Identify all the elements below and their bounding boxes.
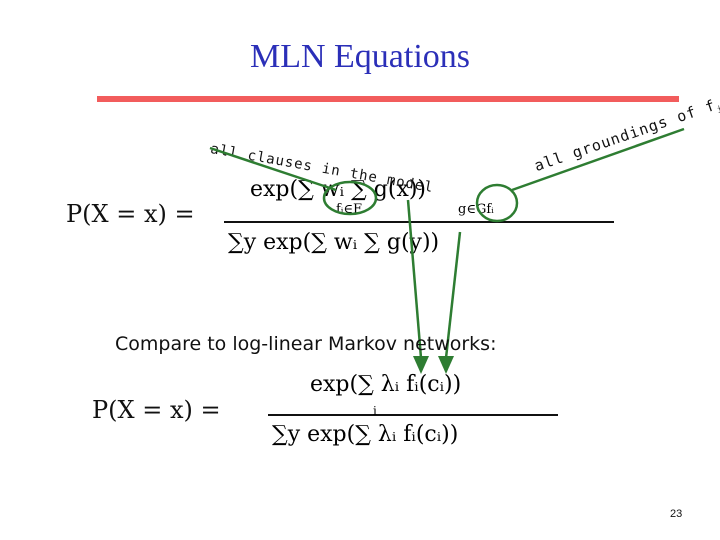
- feature-arrow-line: [444, 231, 462, 359]
- weight-arrow-line: [406, 199, 423, 359]
- groundings-pointer: [511, 127, 685, 192]
- groundings-circle: [475, 183, 519, 223]
- feature-arrow-head: [438, 356, 454, 374]
- clauses-circle: [322, 180, 378, 216]
- title-divider: [97, 96, 679, 102]
- mln-equation-numerator: exp(∑ wᵢ ∑ g(x)): [250, 177, 426, 202]
- loglinear-sum-index: i: [373, 404, 377, 418]
- loglinear-equation-lhs: P(X = x) =: [92, 396, 221, 424]
- mln-equation-denominator: ∑y exp(∑ wᵢ ∑ g(y)): [228, 230, 439, 255]
- mln-grounding-index: g∈Gfᵢ: [458, 202, 494, 217]
- mln-numerator-text: exp(∑ wᵢ ∑ g(x)): [250, 177, 426, 202]
- weight-arrow-head: [413, 356, 429, 374]
- compare-text: Compare to log-linear Markov networks:: [115, 333, 497, 355]
- loglinear-numerator-text: exp(∑ λᵢ fᵢ(cᵢ)): [310, 372, 462, 397]
- slide-title: MLN Equations: [249, 38, 471, 75]
- slide-number: 23: [670, 508, 683, 520]
- mln-fraction-bar: [224, 221, 614, 223]
- clauses-pointer: [209, 146, 337, 192]
- loglinear-equation-numerator: exp(∑ λᵢ fᵢ(cᵢ)): [310, 372, 461, 397]
- loglinear-fraction-bar: [268, 414, 558, 416]
- loglinear-equation-denominator: ∑y exp(∑ λᵢ fᵢ(cᵢ)): [272, 422, 458, 447]
- mln-equation-lhs: P(X = x) =: [66, 200, 195, 228]
- loglinear-denominator-text: ∑y exp(∑ λᵢ fᵢ(cᵢ)): [272, 422, 459, 447]
- mln-denominator-text: ∑y exp(∑ wᵢ ∑ g(y)): [228, 230, 440, 255]
